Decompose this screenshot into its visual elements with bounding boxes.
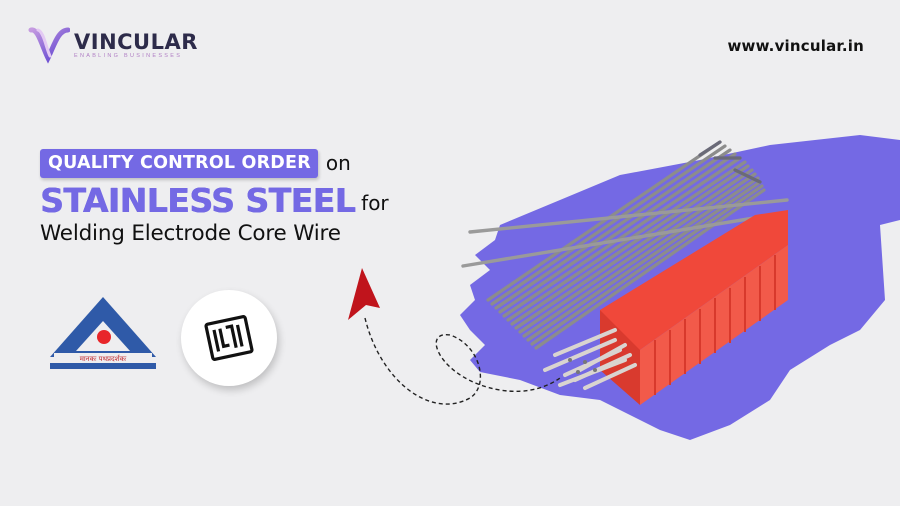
- headline: QUALITY CONTROL ORDER on STAINLESS STEEL…: [40, 148, 389, 246]
- isi-mark-icon: [204, 315, 254, 361]
- rod-ends: [543, 328, 637, 390]
- headline-on: on: [325, 151, 351, 175]
- qco-badge: QUALITY CONTROL ORDER: [40, 148, 318, 178]
- svg-text:मानकः पथप्रदर्शकः: मानकः पथप्रदर्शकः: [80, 354, 127, 363]
- vincular-v-icon: [28, 27, 70, 64]
- brand-name: VINCULAR: [74, 29, 198, 54]
- isi-mark-badge: [181, 290, 277, 386]
- website-link[interactable]: www.vincular.in: [727, 37, 864, 55]
- brand-tagline: ENABLING BUSINESSES: [74, 52, 183, 59]
- headline-for: for: [361, 191, 389, 215]
- headline-subject: STAINLESS STEEL: [40, 181, 356, 220]
- headline-product: Welding Electrode Core Wire: [40, 221, 341, 246]
- brand-logo[interactable]: VINCULAR ENABLING BUSINESSES: [28, 26, 198, 64]
- paper-plane-arrow: [348, 268, 380, 320]
- bis-logo-icon: मानकः पथप्रदर्शकः: [50, 297, 156, 369]
